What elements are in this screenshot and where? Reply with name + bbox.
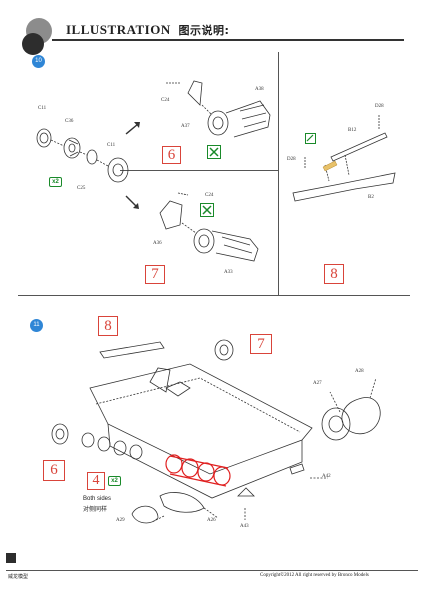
sub8-plate-drawing bbox=[292, 115, 396, 202]
step10-flow-arrows bbox=[125, 122, 140, 209]
sub6-glue-icon bbox=[207, 145, 221, 159]
label-a28: A28 bbox=[355, 369, 364, 374]
label-a43: A43 bbox=[240, 524, 249, 529]
label-d28-left: D28 bbox=[287, 157, 296, 162]
label-a38: A38 bbox=[255, 87, 264, 92]
label-c11-a: C11 bbox=[38, 106, 47, 111]
step11-box-6: 6 bbox=[43, 460, 65, 481]
label-c36: C36 bbox=[65, 119, 74, 124]
sub6-number-box: 6 bbox=[162, 146, 181, 164]
label-a29: A29 bbox=[116, 518, 125, 523]
step10-wheel-exploded-drawing bbox=[36, 128, 129, 183]
header-rule bbox=[52, 39, 404, 41]
label-c25: C25 bbox=[77, 186, 86, 191]
label-a33: A33 bbox=[224, 270, 233, 275]
sub8-cement-icon bbox=[305, 133, 316, 144]
label-a26: A26 bbox=[207, 518, 216, 523]
footer-copyright: Copyright©2012 All right reserved by Bro… bbox=[260, 573, 369, 578]
panel-divider-horizontal bbox=[18, 295, 410, 296]
step11-note-en: Both sides bbox=[83, 496, 112, 502]
label-c11-b: C11 bbox=[107, 143, 116, 148]
panel-divider-horizontal-mid bbox=[120, 170, 278, 171]
footer-left-text: 威龙模型 bbox=[8, 574, 29, 580]
header-badge-dark bbox=[22, 33, 44, 55]
label-d28-top: D28 bbox=[375, 104, 384, 109]
sub8-number-box: 8 bbox=[324, 264, 344, 284]
header-title-en: ILLUSTRATION bbox=[66, 22, 171, 37]
label-b2: B2 bbox=[368, 195, 374, 200]
label-b12: B12 bbox=[348, 128, 357, 133]
step11-box-4: 4 bbox=[87, 472, 105, 490]
footer-rule bbox=[6, 570, 418, 571]
step11-hull-assembly-drawing bbox=[51, 339, 381, 524]
step11-x2-badge: x2 bbox=[108, 476, 121, 486]
step11-note-cn: 对侧同样 bbox=[83, 506, 108, 513]
panel-divider-vertical bbox=[278, 52, 279, 295]
label-a27: A27 bbox=[313, 381, 322, 386]
header-title: ILLUSTRATION 图示说明: bbox=[66, 22, 229, 38]
step-11-marker: 11 bbox=[30, 319, 43, 332]
step10-x2-badge: x2 bbox=[49, 177, 62, 187]
label-a42: A42 bbox=[322, 474, 331, 479]
step-10-marker: 10 bbox=[32, 55, 45, 68]
sub7-glue-icon bbox=[200, 203, 214, 217]
footer-block bbox=[6, 553, 16, 563]
label-c24-sub7: C24 bbox=[205, 193, 214, 198]
sub6-road-wheel-drawing bbox=[166, 80, 271, 138]
sub7-number-box: 7 bbox=[145, 265, 165, 284]
label-a36: A36 bbox=[153, 241, 162, 246]
sub7-road-wheel-drawing bbox=[159, 192, 259, 262]
step11-box-7: 7 bbox=[250, 334, 272, 354]
label-a37: A37 bbox=[181, 124, 190, 129]
step11-box-8: 8 bbox=[98, 316, 118, 336]
label-c24-sub6: C24 bbox=[161, 98, 170, 103]
header-title-cn: 图示说明: bbox=[178, 24, 230, 37]
